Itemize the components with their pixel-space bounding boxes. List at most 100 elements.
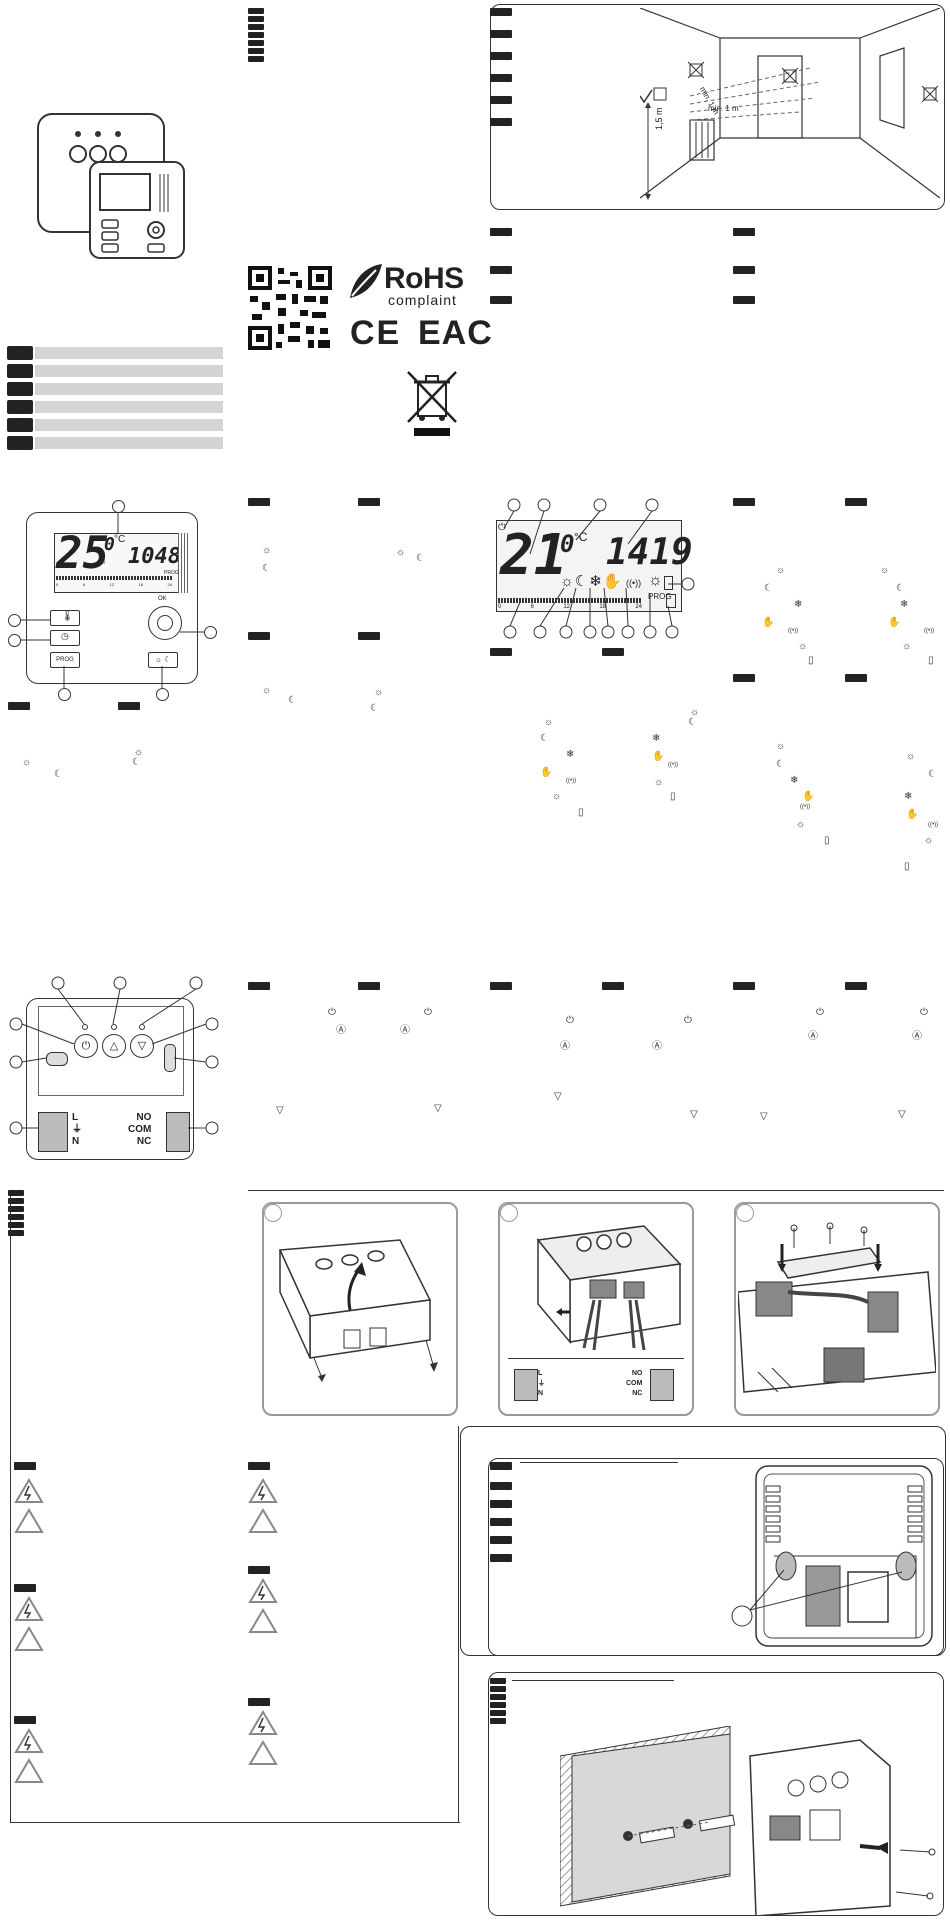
prog-number-box [666, 594, 676, 608]
big-lcd-clock: 1419 [606, 532, 693, 573]
thermometer-icon: 🌡 [61, 611, 74, 622]
power-button[interactable]: ⏻ [74, 1034, 98, 1058]
thermostat-front [26, 512, 198, 684]
led-2 [111, 1024, 117, 1030]
lightning-warning-icon [14, 1478, 44, 1533]
power-icon: ⏻ [81, 1040, 91, 1052]
down-button[interactable]: ▽ [130, 1034, 154, 1058]
min-distance-label-b: min. 1 m [708, 104, 739, 113]
room-diagram [640, 8, 940, 200]
hand-icon: ✋ [602, 573, 623, 590]
ok-dial[interactable] [148, 606, 182, 640]
big-lcd-prog-label: PROG [648, 592, 672, 601]
sun-icon: ☼ [560, 573, 575, 590]
lcd-clock: 1048 [128, 544, 181, 569]
step-3-panel [734, 1202, 940, 1416]
rohs-title: RoHS [384, 262, 464, 295]
big-lcd-temperature: 21 [500, 523, 568, 588]
down-arrow-icon: ▽ [137, 1040, 147, 1052]
small-lcd-screen [54, 533, 180, 593]
lightning-warning-icon [14, 1596, 44, 1651]
big-schedule-bar [498, 598, 642, 603]
lcd-unit: °C [114, 534, 126, 545]
lcd-schedule-bar [56, 576, 172, 580]
callout-2 [8, 614, 21, 627]
lcd-temperature: 25 [56, 528, 109, 579]
lcd-prog-label: PROG [164, 570, 179, 576]
big-lcd-decimal: 0 [560, 530, 575, 558]
callout-leaders-lcd [503, 498, 695, 639]
heating-active-icon: ☼ [648, 572, 663, 589]
rohs-subtitle: complaint [388, 292, 457, 308]
terminal-block-right [166, 1112, 190, 1152]
sun-icon: ☼ [98, 556, 108, 567]
vent-slots [178, 533, 190, 593]
side-indicator-left [46, 1052, 68, 1066]
callout-leaders-receiver [9, 976, 219, 1135]
wall-mount-section [488, 1672, 944, 1916]
relay-left-labels: L⏚N [72, 1112, 82, 1147]
sun-icon: ☼ [396, 547, 406, 558]
big-lcd-mode-icons: ☼☾❄✋ [560, 572, 622, 590]
sun-icon: ☼ [262, 545, 272, 556]
wiring-terminal-left [514, 1369, 538, 1401]
ce-mark-icon: CE [350, 314, 402, 352]
sun-icon: ☼ [134, 747, 144, 758]
terminal-block-left [38, 1112, 68, 1152]
install-bottom-rule [10, 1822, 460, 1823]
qr-code-icon [248, 266, 332, 350]
lightning-warning-icon [248, 1478, 278, 1533]
receiver-inner-panel [38, 1006, 184, 1096]
wall-header-rule [512, 1680, 674, 1681]
signal-icon: ((•)) [626, 578, 642, 588]
up-button[interactable]: △ [102, 1034, 126, 1058]
step-1-number [264, 1204, 282, 1222]
snowflake-icon: ❄ [589, 573, 603, 590]
crossed-bin-icon [407, 371, 457, 436]
install-right-rule [458, 1426, 459, 1822]
big-lcd-screen [496, 520, 682, 612]
moon-icon: ☾ [574, 573, 590, 590]
install-left-rule [10, 1196, 11, 1822]
battery-icon [664, 576, 673, 590]
moon-icon: ☾ [54, 769, 63, 780]
install-top-rule [248, 1190, 944, 1191]
temperature-button[interactable]: 🌡 [50, 610, 80, 626]
moon-icon: ☾ [132, 757, 141, 768]
callout-leaders-front [21, 513, 204, 688]
receiver-front [26, 998, 194, 1160]
wiring-terminal-right [650, 1369, 674, 1401]
day-night-button[interactable]: ☼ ☾ [148, 652, 178, 668]
clock-button[interactable]: ◷ [50, 630, 80, 646]
back-header-rule [520, 1462, 678, 1463]
callout-1 [112, 500, 125, 513]
moon-icon: ☾ [262, 563, 271, 574]
led-1 [82, 1024, 88, 1030]
lcd-temperature-decimal: 0 [104, 534, 115, 555]
big-lcd-unit: °C [574, 530, 588, 544]
moon-icon: ☾ [370, 703, 379, 714]
wiring-left-labels: L⏚N [538, 1370, 545, 1397]
step-1-panel [262, 1202, 458, 1416]
lightning-warning-icon [14, 1728, 44, 1783]
power-icon: ⏻ [498, 522, 506, 533]
callout-4 [204, 626, 217, 639]
mounting-position-panel [490, 4, 945, 210]
step-2-number [500, 1204, 518, 1222]
sun-icon: ☼ [262, 685, 272, 696]
wiring-illustration [536, 1225, 682, 1351]
callout-3 [8, 634, 21, 647]
product-illustration [37, 113, 185, 259]
back-panel-inner [488, 1458, 944, 1656]
sun-icon: ☼ [22, 757, 32, 768]
eac-mark-icon: EAC [418, 314, 493, 352]
prog-button[interactable]: PROG [50, 652, 80, 668]
moon-icon: ☾ [416, 553, 425, 564]
lightning-warning-icon [248, 1578, 278, 1633]
ok-dial-center [157, 615, 173, 631]
lightning-warning-icon [248, 1710, 278, 1765]
